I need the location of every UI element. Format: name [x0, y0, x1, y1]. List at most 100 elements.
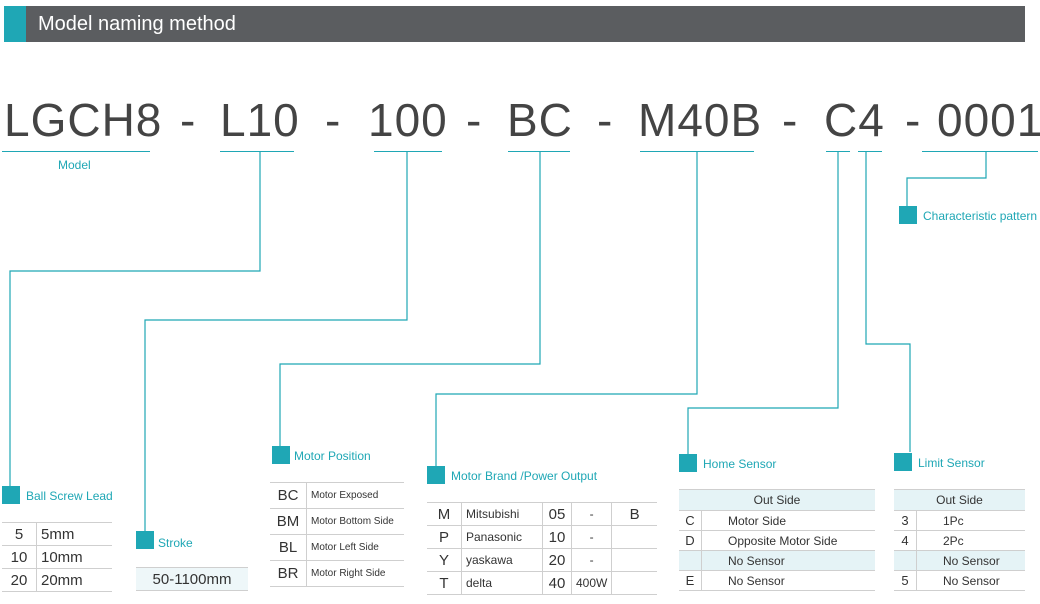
position-desc: Motor Left Side — [306, 534, 404, 561]
connector-limit-sensor — [865, 152, 911, 452]
connector-motor-position — [279, 152, 541, 446]
code-dash: - — [180, 94, 197, 146]
power-code: 05 — [542, 502, 572, 526]
code-motor-position: BC — [507, 94, 573, 146]
sensor-desc: No Sensor — [701, 570, 875, 591]
code-sensors: C4 — [824, 94, 885, 146]
section-header: Model naming method — [4, 6, 1025, 42]
motor-position-marker — [272, 446, 290, 464]
brake-code — [611, 525, 657, 549]
characteristic-label: Characteristic pattern — [923, 209, 1038, 223]
code-dash: - — [782, 94, 799, 146]
underline-motor-position — [508, 151, 570, 152]
stroke-value: 50-1100mm — [136, 567, 248, 591]
sensor-desc: Opposite Motor Side — [701, 530, 875, 551]
position-code: BM — [270, 508, 307, 535]
table-header-row: Out Side — [679, 489, 875, 511]
underline-home-sensor — [826, 151, 850, 152]
motor-brand-marker — [427, 466, 445, 484]
page-title: Model naming method — [38, 13, 236, 35]
underline-model — [2, 151, 150, 152]
code-dash: - — [597, 94, 614, 146]
home-sensor-label: Home Sensor — [703, 457, 777, 471]
sensor-code: D — [679, 530, 702, 551]
sensor-code: C — [679, 510, 702, 531]
table-row: 50-1100mm — [136, 567, 248, 591]
sensor-code: E — [679, 570, 702, 591]
position-code: BR — [270, 560, 307, 587]
brake-code — [611, 571, 657, 595]
sensor-code — [679, 550, 702, 571]
position-code: BL — [270, 534, 307, 561]
code-model: LGCH8 — [4, 94, 163, 146]
lead-value: 5mm — [36, 522, 112, 546]
sensor-desc: Motor Side — [701, 510, 875, 531]
brand-code: Y — [427, 548, 462, 572]
lead-value: 10mm — [36, 545, 112, 569]
brand-name: delta — [461, 571, 543, 595]
brake-code — [611, 548, 657, 572]
brand-name: Panasonic — [461, 525, 543, 549]
connector-stroke — [144, 152, 408, 532]
motor-brand-table: M Mitsubishi 05 - B P Panasonic 10 - Y y… — [427, 502, 657, 595]
stroke-marker — [136, 531, 154, 549]
lead-code: 20 — [2, 568, 37, 592]
header-accent — [4, 6, 26, 42]
table-row: M Mitsubishi 05 - B — [427, 502, 657, 526]
code-dash: - — [325, 94, 342, 146]
underline-characteristic — [922, 151, 1038, 152]
lead-value: 20mm — [36, 568, 112, 592]
motor-brand-label: Motor Brand /Power Output — [451, 469, 598, 483]
ball-screw-marker — [2, 486, 20, 504]
limit-sensor-header: Out Side — [894, 489, 1025, 511]
connector-characteristic — [906, 152, 987, 206]
brand-name: Mitsubishi — [461, 502, 543, 526]
model-label: Model — [58, 158, 91, 172]
position-code: BC — [270, 482, 307, 509]
brand-code: T — [427, 571, 462, 595]
lead-code: 10 — [2, 545, 37, 569]
sensor-code: 3 — [894, 510, 917, 531]
underline-limit-sensor — [858, 151, 882, 152]
sensor-desc: No Sensor — [701, 550, 875, 571]
power-code: 20 — [542, 548, 572, 572]
code-characteristic: 0001 — [937, 94, 1040, 146]
position-desc: Motor Right Side — [306, 560, 404, 587]
limit-sensor-label: Limit Sensor — [918, 456, 985, 470]
connector-ball-screw — [9, 152, 261, 487]
sensor-code: 5 — [894, 570, 917, 591]
motor-position-label: Motor Position — [294, 449, 371, 463]
table-row: T delta 40 400W — [427, 571, 657, 595]
position-desc: Motor Bottom Side — [306, 508, 404, 535]
code-dash: - — [466, 94, 483, 146]
underline-motor-brand — [640, 151, 754, 152]
brand-code: P — [427, 525, 462, 549]
sensor-desc: 2Pc — [916, 530, 1025, 551]
table-row: No Sensor — [894, 550, 1025, 571]
code-lead: L10 — [220, 94, 300, 146]
sensor-desc: No Sensor — [916, 550, 1025, 571]
stroke-label: Stroke — [158, 536, 193, 550]
characteristic-marker — [899, 206, 917, 224]
sensor-desc: 1Pc — [916, 510, 1025, 531]
home-sensor-header: Out Side — [679, 489, 875, 511]
limit-sensor-marker — [894, 453, 912, 471]
table-row: No Sensor — [679, 550, 875, 571]
home-sensor-marker — [679, 454, 697, 472]
sensor-desc: No Sensor — [916, 570, 1025, 591]
lead-code: 5 — [2, 522, 37, 546]
connector-motor-brand — [435, 152, 698, 466]
brake-code: B — [611, 502, 657, 526]
